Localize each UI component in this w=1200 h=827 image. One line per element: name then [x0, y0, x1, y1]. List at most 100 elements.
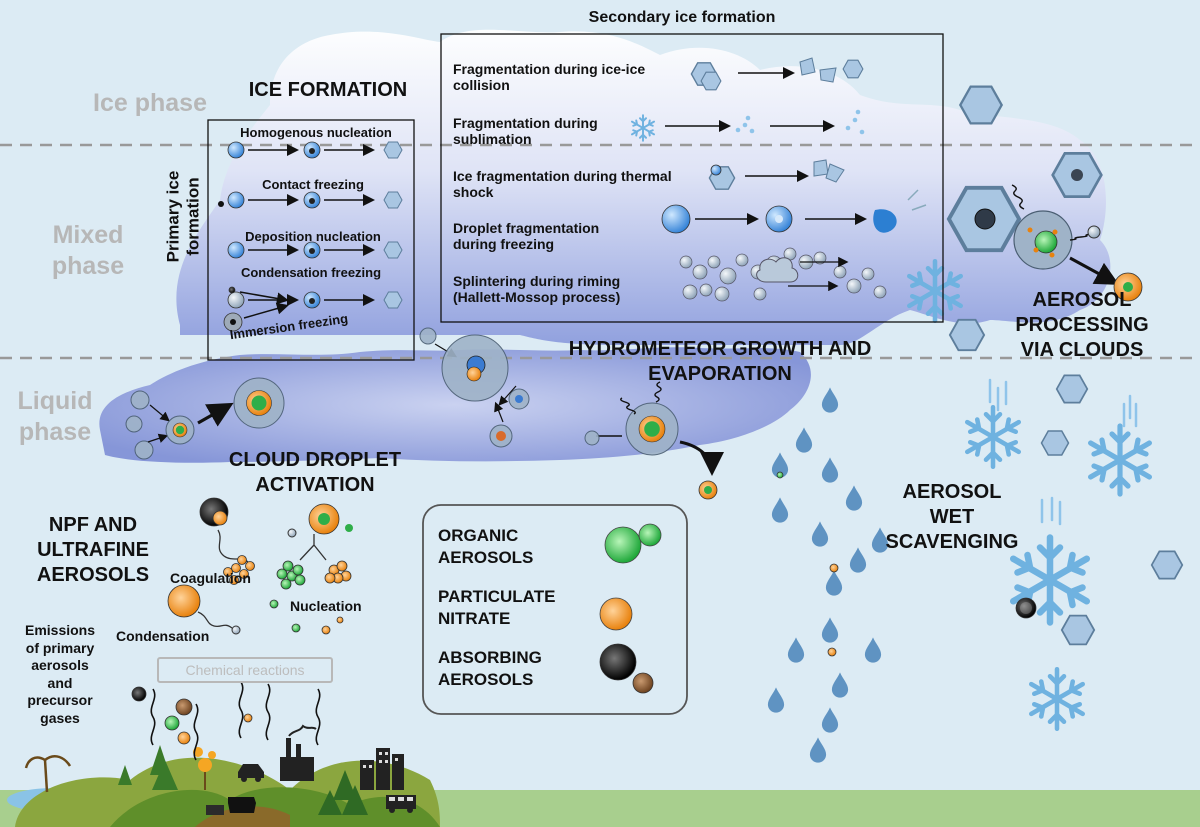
legend-absorbing-small [632, 672, 654, 694]
nitrate-speck [1033, 247, 1039, 253]
static-illustration-layer [125, 57, 1184, 763]
vapor-path [1069, 233, 1093, 241]
liquid-phase-label: Liquid phase [17, 387, 93, 447]
orange-particle [827, 647, 837, 657]
ice-crystal-icon [1040, 430, 1070, 456]
ice-fragment [819, 67, 837, 83]
riming-droplet [707, 255, 721, 269]
nitrate-core [496, 431, 506, 441]
blue-particle [710, 164, 722, 176]
legend-absorbing-large [599, 643, 637, 681]
cloud-upper [176, 29, 1111, 345]
splash-line [907, 189, 919, 201]
orange-particle [336, 560, 348, 572]
emission-path [193, 703, 199, 761]
splash-line [911, 204, 927, 211]
emission-path [315, 688, 321, 746]
riming-droplet [719, 267, 737, 285]
ice-nucleus [309, 198, 315, 204]
organic-core [251, 395, 267, 411]
cloud-droplet [584, 430, 600, 446]
organic-core [1123, 282, 1133, 292]
secondary-ice-title: Secondary ice formation [588, 9, 776, 26]
black-particle [1015, 597, 1037, 619]
immersion-nucleus [230, 319, 236, 325]
riming-droplet [813, 251, 827, 265]
legend-box [422, 504, 688, 715]
process-arrow [494, 401, 504, 423]
process-arrow [498, 385, 517, 406]
orange-particle [245, 561, 255, 571]
ice-splinter [735, 127, 741, 133]
process-arrow [147, 433, 169, 443]
condensation-label: Condensation [116, 628, 210, 644]
shattered-droplet [873, 209, 897, 233]
legend-organic-large [604, 526, 642, 564]
small-droplet [287, 528, 297, 538]
green-particle [291, 623, 301, 633]
emission-path [238, 681, 244, 739]
cloud-droplet [125, 415, 143, 433]
nucleation-label: Nucleation [290, 598, 362, 614]
particle-highlight [1020, 602, 1032, 614]
ice-splinter [845, 125, 851, 131]
sublimation-label: Fragmentation during sublimation [453, 115, 598, 148]
riming-droplet [682, 284, 698, 300]
homogenous-nucleation-label: Homogenous nucleation [240, 125, 392, 140]
hydrometeor-title: HYDROMETEOR GROWTH AND EVAPORATION [568, 338, 872, 385]
orange-particle [229, 575, 239, 585]
cloud-droplet [134, 440, 154, 460]
legend-marks [599, 523, 662, 694]
legend-organic-small [638, 523, 662, 547]
orange-particle [212, 510, 228, 526]
ice-splinter [742, 122, 748, 128]
black-particle [131, 686, 147, 702]
contact-particle [218, 201, 224, 207]
ice-core [515, 395, 523, 403]
primary-ice-box [207, 119, 415, 361]
chemical-reactions-box: Chemical reactions [157, 657, 333, 683]
absorbing-inclusion [974, 208, 996, 230]
process-arrow [243, 302, 289, 319]
ice-splinter [855, 109, 861, 115]
condensation-freezing-label: Condensation freezing [240, 265, 382, 280]
hallett-mossop-label: Splintering during riming (Hallett-Mosso… [453, 273, 621, 306]
mixed-phase-label: Mixed phase [51, 221, 125, 281]
small-organic [345, 524, 353, 532]
riming-droplet [753, 287, 767, 301]
blue-particle [227, 191, 245, 209]
orange-particle [336, 616, 344, 624]
green-particle [269, 599, 279, 609]
ice-fragment [813, 159, 829, 177]
process-boxes [207, 33, 944, 715]
black-particle [228, 286, 236, 294]
orange-particle [829, 563, 839, 573]
blue-particle [227, 241, 245, 259]
ice-crystal-icon [959, 85, 1003, 125]
ice-crystal-icon [383, 141, 403, 159]
emission-path [265, 683, 271, 741]
vapor-path [620, 397, 636, 415]
contact-freezing-label: Contact freezing [262, 177, 364, 192]
ice-crystal-icon [1150, 550, 1184, 580]
vapor-path [654, 381, 662, 403]
orange-particle [243, 713, 253, 723]
legend-nitrate [599, 597, 633, 631]
riming-droplet [846, 278, 862, 294]
nitrate-speck [1052, 229, 1058, 235]
orange-particle [237, 555, 247, 565]
green-particle [776, 471, 784, 479]
thermal-shock-label: Ice fragmentation during thermal shock [453, 168, 672, 201]
organic-core [318, 513, 330, 525]
nitrate-speck [1049, 252, 1055, 258]
blue-particle [227, 141, 245, 159]
condensation-trail [197, 611, 233, 629]
green-particle [164, 715, 180, 731]
graupel-particle [756, 257, 799, 283]
organic-core [1034, 230, 1058, 254]
riming-droplet [735, 253, 749, 267]
legend-organic-label: ORGANIC AEROSOLS [438, 526, 534, 568]
green-particle [282, 560, 294, 572]
organic-core [175, 425, 185, 435]
